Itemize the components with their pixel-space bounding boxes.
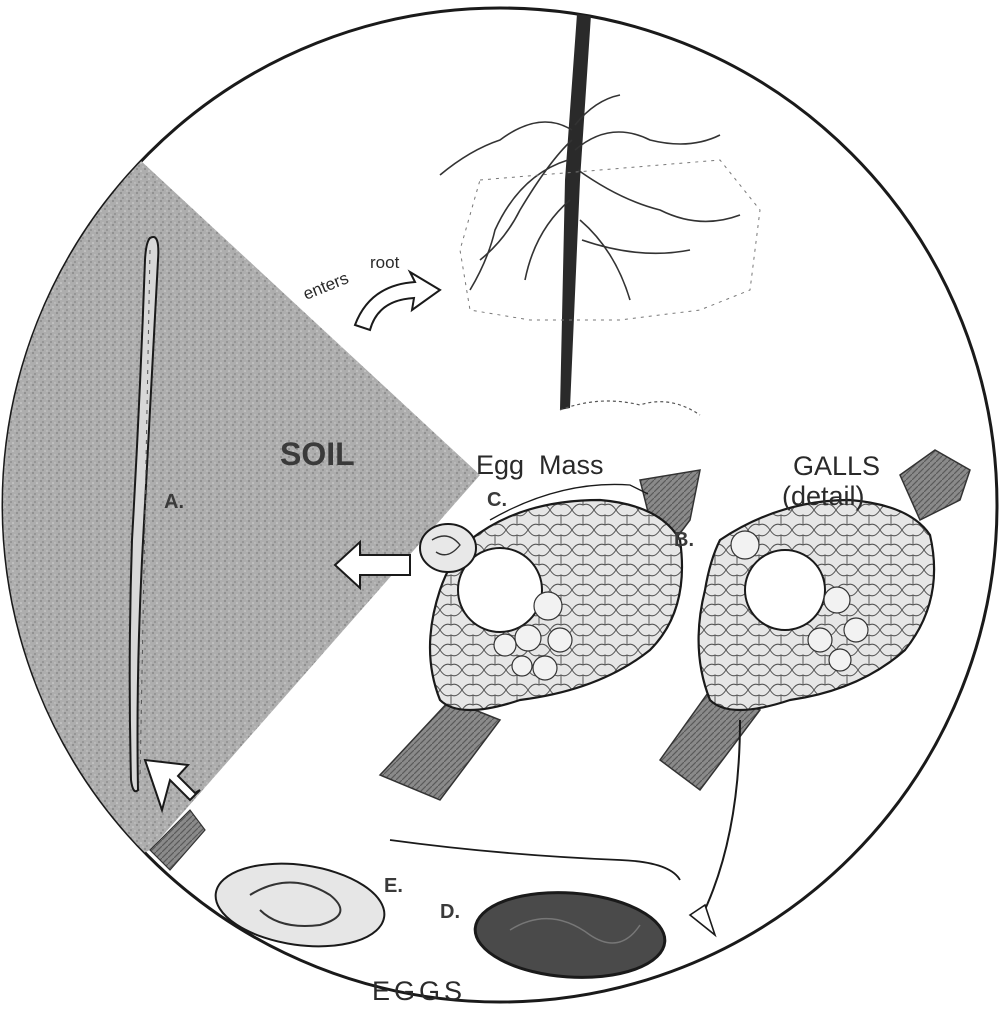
label-galls: GALLS [793, 451, 880, 481]
label-c: C. [487, 489, 507, 511]
label-d: D. [440, 901, 460, 923]
label-a: A. [164, 491, 184, 513]
giant-cell-right [745, 550, 825, 630]
label-e: E. [384, 875, 403, 897]
label-soil: SOIL [280, 436, 355, 472]
label-egg-mass: Egg Mass [476, 450, 604, 480]
label-eggs: EGGS [372, 976, 466, 1006]
label-b: B. [674, 529, 694, 551]
egg-mass-c [420, 524, 476, 572]
label-detail: (detail) [782, 481, 865, 511]
label-root: root [370, 253, 400, 272]
